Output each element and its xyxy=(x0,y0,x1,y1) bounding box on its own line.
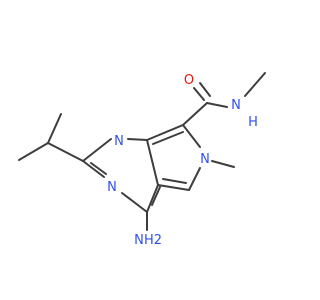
amide-hydrogen-label: H xyxy=(248,115,258,130)
bond xyxy=(151,186,161,206)
amino-nitrogen-label: N xyxy=(134,233,144,248)
bond xyxy=(47,113,62,144)
bond xyxy=(162,178,187,184)
bond xyxy=(121,192,148,213)
bond xyxy=(82,160,105,178)
bond xyxy=(182,124,201,148)
bond xyxy=(182,102,208,126)
atom-labels: O N H N N N N H2 xyxy=(107,73,258,248)
bond xyxy=(18,142,49,161)
bond xyxy=(82,138,112,162)
amide-nitrogen-label: N xyxy=(231,98,241,113)
bond xyxy=(47,142,84,162)
bond xyxy=(199,82,211,97)
bond xyxy=(146,139,159,186)
oxygen-label: O xyxy=(184,73,194,88)
bond-lines xyxy=(18,72,266,231)
amino-hydrogens-label: H2 xyxy=(144,233,162,248)
pyrrole-nitrogen-label: N xyxy=(200,152,210,167)
pyrimidine-nitrogen-label: N xyxy=(114,134,124,149)
bond xyxy=(146,124,184,141)
bond xyxy=(206,102,228,108)
chemical-structure: O N H N N N N H2 xyxy=(18,72,266,248)
bond xyxy=(90,162,107,175)
pyrimidine-nitrogen-label: N xyxy=(107,180,117,195)
bond xyxy=(146,184,159,213)
bond xyxy=(193,87,205,101)
bond xyxy=(211,160,235,168)
bond xyxy=(188,167,201,191)
bond xyxy=(152,131,184,145)
bond xyxy=(157,184,190,191)
bond xyxy=(127,138,148,141)
bond xyxy=(244,72,266,97)
